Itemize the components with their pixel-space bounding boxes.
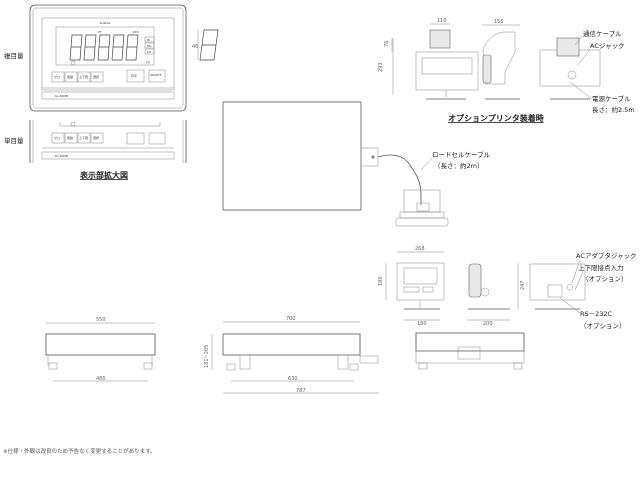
front-width-dim: 550: [96, 317, 106, 323]
printer-height-dim: 76: [384, 41, 390, 47]
display-panel-single: ゼロ 風袋 上下限 選択 KL-60DB: [29, 120, 187, 163]
digit-height-dim: 46: [192, 44, 198, 50]
unit-kg: kg: [146, 60, 150, 64]
indicator-side-view: 200 247: [467, 263, 526, 327]
power-cable-label: 電源ケーブル: [592, 94, 631, 103]
rs232c-option-label: （オプション）: [580, 322, 626, 330]
power-cable-length: 長さ：約2.5m: [592, 105, 635, 114]
limit-label-single: 上下限: [79, 135, 88, 140]
rs232c-label: RS－232C: [580, 310, 613, 318]
select-button[interactable]: [90, 71, 104, 83]
seven-segment-digits: [69, 34, 139, 61]
printer-option-title: オプションプリンタ装着時: [448, 113, 544, 123]
platform-top-view: [222, 101, 449, 227]
display-detail-title: 表示部拡大図: [79, 170, 128, 180]
printer-side-view: 155: [482, 19, 520, 100]
indicator-height-dim: 186: [378, 276, 384, 286]
side-width-dim: 700: [286, 316, 296, 322]
indicator-ok: OK: [147, 44, 152, 48]
power-button[interactable]: [148, 69, 166, 83]
zero-button[interactable]: [51, 71, 65, 83]
indicator-back-view: [529, 259, 586, 314]
zero-label: ゼロ: [54, 74, 60, 79]
front-feet-dim: 480: [96, 376, 106, 382]
model-multi: KL-60DB: [55, 94, 68, 98]
multi-range-label: 複目量: [4, 51, 24, 60]
ac-jack-label: ACジャック: [590, 42, 625, 50]
select-label: 選択: [93, 74, 99, 79]
unit-pt: PT: [98, 30, 102, 34]
print-button[interactable]: [126, 69, 145, 83]
side-height-dim: 181~205: [204, 345, 210, 368]
select-label-single: 選択: [93, 135, 99, 140]
tare-label-single: 風袋: [67, 135, 73, 140]
buttons-multi: ゼロ 風袋 上下限 選択 印字 ON/OFF: [51, 69, 166, 83]
indicator-hi: HI: [147, 38, 150, 42]
tare-button-single[interactable]: [64, 132, 78, 144]
contact-input-label: 上下限接点入力: [578, 263, 624, 272]
platform-front-view: 550 480: [45, 317, 156, 382]
limit-button-single[interactable]: [77, 132, 91, 144]
power-label: ON/OFF: [150, 73, 162, 77]
printer-width-dim: 110: [437, 18, 447, 24]
total-height-dim: 293: [378, 62, 384, 72]
indicator-base-dim: 180: [417, 321, 427, 327]
loadcell-cable-label: ロードセルケーブル: [432, 150, 491, 159]
zero-label-single: ゼロ: [54, 135, 60, 140]
print-label: 印字: [131, 73, 137, 78]
model-single: KL-60DB: [55, 154, 68, 158]
limit-button[interactable]: [77, 71, 91, 83]
indicator-side-depth-dim: 200: [483, 321, 493, 327]
tare-label: 風袋: [67, 74, 73, 79]
brand-logo: Kubota: [100, 21, 111, 25]
loadcell-cable-length: （長さ：約2m）: [434, 161, 483, 170]
indicator-front-view: 268 186 180: [378, 246, 445, 327]
zero-button-single[interactable]: [51, 132, 65, 144]
tare-button[interactable]: [64, 71, 78, 83]
indicator-side-height-dim: 247: [520, 280, 526, 290]
contact-input-option-label: （オプション）: [582, 275, 628, 283]
platform-side-view: 700 181~205 630 787: [204, 316, 379, 394]
ac-adapter-jack-label: ACアダプタジャック: [576, 251, 637, 260]
printer-front-view: 110 76 293: [378, 18, 479, 100]
side-feet-dim: 630: [288, 376, 298, 382]
printer-back-view: [539, 35, 601, 100]
platform-rear-view: [415, 332, 525, 370]
single-range-label: 単目量: [4, 136, 24, 145]
display-panel-multi: Kubota PT PCS kg HI OK LO ゼロ 風袋 上下限 選択: [29, 4, 187, 112]
footnote: ※仕様・外観は改良のため予告なく変更することがあります。: [3, 447, 156, 455]
overall-dim: 787: [296, 388, 306, 394]
select-button-single[interactable]: [90, 132, 104, 144]
comm-cable-label: 通信ケーブル: [583, 29, 622, 38]
digit-height-detail: 46: [192, 29, 219, 61]
indicator-width-dim: 268: [415, 246, 425, 252]
indicator-lo: LO: [147, 50, 152, 54]
unit-pcs: PCS: [133, 30, 139, 34]
printer-side-depth-dim: 155: [494, 19, 504, 25]
limit-label: 上下限: [79, 74, 88, 79]
